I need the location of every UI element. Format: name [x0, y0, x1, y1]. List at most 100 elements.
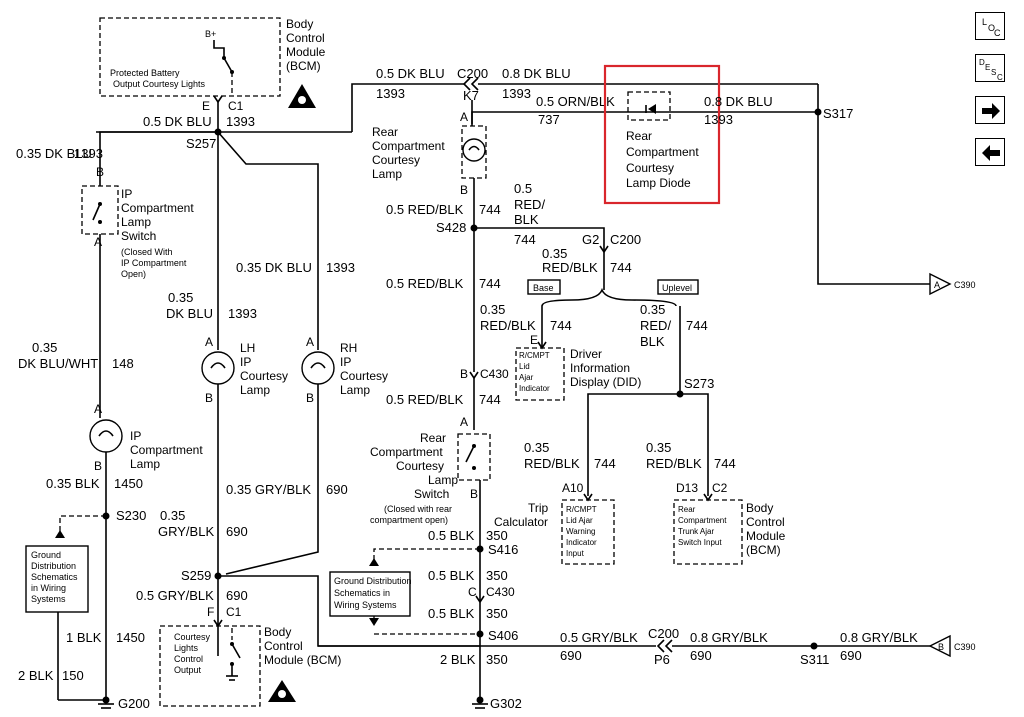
rh-label-2: IP	[340, 355, 351, 369]
ipsw-label-3: Lamp	[121, 215, 151, 229]
desc-button[interactable]: D E S C	[975, 54, 1005, 82]
iplamp-label-2: Compartment	[130, 443, 203, 457]
splice-s416-label: S416	[488, 542, 518, 557]
bcm-top-label-4: (BCM)	[286, 59, 321, 73]
gd2-line-2: Schematics in	[334, 588, 390, 598]
rsw-label-5: Switch	[414, 487, 449, 501]
gd1-line-4: in Wiring	[31, 583, 66, 593]
wire-label-05ornblk: 0.5 ORN/BLK	[536, 94, 615, 109]
rear-lamp-switch-box	[457, 433, 491, 481]
ground-g200-icon	[98, 703, 114, 709]
bcm-bottom-label-2: Control	[264, 639, 303, 653]
wire-label-redblk-i: RED/BLK	[524, 456, 580, 471]
rear-courtesy-lamp-icon	[462, 138, 486, 162]
circuit-744-c: 744	[610, 260, 632, 275]
wire-label-2blk-b: 2 BLK	[440, 652, 476, 667]
uplevel-label: Uplevel	[662, 283, 692, 293]
diode-label-1: Rear	[626, 129, 652, 143]
esd-warning-icon	[288, 84, 316, 108]
circuit-350-d: 350	[486, 652, 508, 667]
circuit-737: 737	[538, 112, 560, 127]
wire-label-035dkblu-a: 0.35 DK BLU	[16, 146, 92, 161]
rh-courtesy-lamp-icon	[301, 351, 335, 385]
loc-button[interactable]: L O C	[975, 12, 1005, 40]
wire-label-035-i: 0.35	[524, 440, 549, 455]
bcm-right-label-2: Control	[746, 515, 785, 529]
wire-label-redblk-d: RED/BLK	[542, 260, 598, 275]
conn-e2-label: E	[530, 333, 538, 347]
rsw-label-2: Compartment	[370, 445, 443, 459]
wire-label-dkblu-b: DK BLU	[166, 306, 213, 321]
c390-b-label: C390	[954, 642, 976, 652]
wire-label-035dkblu-b: 0.35 DK BLU	[236, 260, 312, 275]
trip-label-2: Calculator	[494, 515, 548, 529]
circuit-1393-g: 1393	[704, 112, 733, 127]
rcl-pin-a: A	[460, 110, 468, 124]
circuit-350-a: 350	[486, 528, 508, 543]
base-label: Base	[533, 283, 554, 293]
a10-label: A10	[562, 481, 584, 495]
wire-label-05redblk-a: 0.5 RED/BLK	[386, 202, 464, 217]
rsw-label-1: Rear	[420, 431, 446, 445]
gd2-line-3: Wiring Systems	[334, 600, 397, 610]
connector-c390-b	[928, 634, 951, 658]
rsw-label-3: Courtesy	[396, 459, 444, 473]
c200-label-a: C200	[457, 66, 488, 81]
c200-label-b: C200	[610, 232, 641, 247]
wire-label-red-g: RED/	[640, 318, 671, 333]
diode-icon	[645, 104, 656, 114]
lh-label-2: IP	[240, 355, 251, 369]
c1-label: C1	[228, 99, 244, 113]
wire-label-08dkblu-a: 0.8 DK BLU	[502, 66, 571, 81]
back-button[interactable]	[975, 138, 1005, 166]
circuit-690-b: 690	[226, 524, 248, 539]
circuit-1393-c: 1393	[326, 260, 355, 275]
circuit-690-d: 690	[560, 648, 582, 663]
wire-label-2blk-a: 2 BLK	[18, 668, 54, 683]
wire-label-08dkblu-b: 0.8 DK BLU	[704, 94, 773, 109]
rcl-label-3: Courtesy	[372, 153, 420, 167]
forward-button[interactable]	[975, 96, 1005, 124]
rh-label-3: Courtesy	[340, 369, 388, 383]
circuit-690-e: 690	[690, 648, 712, 663]
cl-out-4: Output	[174, 665, 202, 675]
wire-label-05-b: 0.5	[514, 181, 532, 196]
c390-b-pin: B	[938, 642, 944, 652]
desc-letter-3: S	[991, 68, 996, 77]
did-label-3: Display (DID)	[570, 375, 641, 389]
tripbox-5: Input	[566, 549, 585, 558]
trip-label-1: Trip	[528, 501, 549, 515]
bcm-bottom-label-1: Body	[264, 625, 291, 639]
ipsw-note-1: (Closed With	[121, 247, 173, 257]
bcm-right-label-4: (BCM)	[746, 543, 781, 557]
trunkbox-2: Compartment	[678, 516, 727, 525]
esd-warning-icon-2	[268, 680, 296, 702]
wire-label-08gryblk-a: 0.8 GRY/BLK	[690, 630, 768, 645]
rh-label-4: Lamp	[340, 383, 370, 397]
lh-label-3: Courtesy	[240, 369, 288, 383]
rcmpt-1: R/CMPT	[519, 351, 550, 360]
ground-distribution-box-1[interactable]	[25, 545, 89, 613]
tripbox-2: Lid Ajar	[566, 516, 593, 525]
rh-label-1: RH	[340, 341, 357, 355]
iplamp-label-3: Lamp	[130, 457, 160, 471]
circuit-744-e: 744	[479, 276, 501, 291]
wire-label-035gryblk-a: 0.35 GRY/BLK	[226, 482, 311, 497]
splice-s259-label: S259	[181, 568, 211, 583]
rh-pin-a: A	[306, 335, 314, 349]
trunkbox-4: Switch Input	[678, 538, 722, 547]
loc-letter-1: L	[982, 17, 987, 27]
circuit-1393-e: 1393	[376, 86, 405, 101]
tripbox-4: Indicator	[566, 538, 597, 547]
c430-pin-c: C	[468, 585, 477, 599]
loc-letter-3: C	[994, 28, 1001, 38]
prot-batt-label-2: Output Courtesy Lights	[113, 79, 206, 89]
circuit-150: 150	[62, 668, 84, 683]
ground-distribution-box-2[interactable]	[329, 571, 411, 617]
desc-letter-4: C	[997, 73, 1003, 82]
wire-label-05blk-b: 0.5 BLK	[428, 568, 475, 583]
c390-a-label: C390	[954, 280, 976, 290]
g302-label: G302	[490, 696, 522, 711]
splice-s311-label: S311	[800, 652, 829, 667]
wire-label-035-c: 0.35	[160, 508, 185, 523]
